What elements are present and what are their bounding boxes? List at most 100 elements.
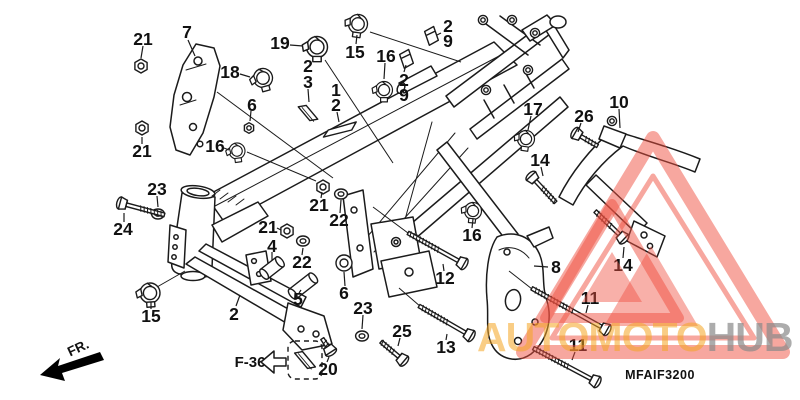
callout-leader-11 xyxy=(585,304,589,314)
watermark-triangle-large-inner-icon xyxy=(549,173,757,341)
callout-leader-14 xyxy=(540,166,544,177)
part-bolt xyxy=(320,336,338,358)
callout-label-7: 7 xyxy=(182,22,192,42)
front-arrow-icon xyxy=(40,352,104,381)
callout-label-18: 18 xyxy=(220,62,240,82)
part-clip xyxy=(423,25,440,46)
callout-label-3: 3 xyxy=(303,72,313,92)
callout-leader-10 xyxy=(618,108,621,129)
part-plate xyxy=(297,104,319,122)
callout-label-17: 17 xyxy=(523,99,542,119)
callout-label-13: 13 xyxy=(436,337,456,357)
front-direction-label: FR. xyxy=(65,337,91,360)
part-clamp xyxy=(344,13,369,39)
callout-leader-16 xyxy=(383,62,386,80)
callout-label-16: 16 xyxy=(205,136,225,156)
callout-label-9: 9 xyxy=(399,85,409,105)
part-boltsm xyxy=(480,84,492,96)
callout-label-23: 23 xyxy=(353,298,373,318)
part-plate xyxy=(293,350,317,370)
construction-line xyxy=(156,270,186,288)
hardware-parts xyxy=(115,13,630,389)
callout-leader-13 xyxy=(445,333,448,341)
callout-leader-2 xyxy=(235,294,241,307)
part-bolt xyxy=(570,126,600,149)
page-reference: F-36 xyxy=(235,340,323,380)
callout-leader-14 xyxy=(622,246,625,259)
callout-leader-3 xyxy=(307,88,310,103)
callout-leader-23 xyxy=(361,314,364,330)
part-nut xyxy=(134,58,148,74)
callout-label-14: 14 xyxy=(613,255,633,275)
callout-leader-21 xyxy=(320,191,323,199)
part-bolt xyxy=(115,196,166,218)
construction-line xyxy=(398,287,422,308)
callout-label-6: 6 xyxy=(339,283,349,303)
callout-label-26: 26 xyxy=(574,106,594,126)
part-plate-long xyxy=(322,121,357,138)
part-boltsm xyxy=(506,14,518,26)
callout-leader-18 xyxy=(239,73,251,78)
callout-leader-21 xyxy=(276,227,282,231)
callout-leader-26 xyxy=(577,122,582,133)
part-cyl xyxy=(259,256,285,280)
callout-label-21: 21 xyxy=(309,195,329,215)
part-nut xyxy=(316,179,330,195)
callout-label-22: 22 xyxy=(329,210,349,230)
watermark-triangle-solid-icon xyxy=(604,246,698,326)
part-clamp xyxy=(225,142,246,164)
callout-leader-19 xyxy=(289,44,304,47)
construction-line xyxy=(369,31,462,63)
part-boltsm xyxy=(522,64,534,76)
part-clamp xyxy=(135,282,161,308)
part-clip xyxy=(398,48,415,69)
callout-leader-16 xyxy=(471,218,474,229)
part-washer xyxy=(333,188,349,200)
part-bolt xyxy=(417,303,476,343)
callout-label-4: 4 xyxy=(267,236,277,256)
callout-label-6: 6 xyxy=(247,95,257,115)
callout-label-22: 22 xyxy=(292,252,312,272)
construction-line xyxy=(246,151,317,182)
callout-label-2: 2 xyxy=(399,70,409,90)
construction-line xyxy=(216,91,334,179)
callout-label-2: 2 xyxy=(229,304,239,324)
callout-leader-6 xyxy=(249,110,252,122)
watermark-text: AUTOMOTOHUB xyxy=(477,314,792,360)
construction-line xyxy=(324,59,394,164)
callout-label-8: 8 xyxy=(551,257,561,277)
construction-lines xyxy=(156,31,533,308)
construction-line xyxy=(372,206,409,234)
part-clamp xyxy=(513,129,536,152)
part-nut xyxy=(280,223,294,239)
callout-label-9: 9 xyxy=(443,31,453,51)
dashed-part-box xyxy=(287,340,323,380)
callout-label-21: 21 xyxy=(258,217,278,237)
part-bolt xyxy=(525,170,558,205)
page-ref-arrow-icon xyxy=(260,350,287,374)
part-cyl xyxy=(287,272,319,300)
part-clamp xyxy=(301,35,329,63)
callout-leader-22 xyxy=(339,199,342,214)
watermark-triangle-solid-small-icon xyxy=(582,252,642,302)
callout-leader-20 xyxy=(326,356,330,363)
callout-leader-5 xyxy=(298,289,302,294)
callout-leader-12 xyxy=(442,263,445,272)
part-bolt xyxy=(406,230,469,271)
part-washer xyxy=(295,235,311,247)
part-boltsm xyxy=(477,14,489,26)
page-ref-label: F-36 xyxy=(235,354,266,371)
callout-label-20: 20 xyxy=(318,359,338,379)
part-bolt xyxy=(379,339,410,367)
callout-leader-22 xyxy=(301,247,304,256)
callout-label-16: 16 xyxy=(376,46,396,66)
callout-label-15: 15 xyxy=(345,42,365,62)
callout-label-12: 12 xyxy=(435,268,455,288)
part-boltsm xyxy=(529,27,541,39)
callout-label-14: 14 xyxy=(530,150,550,170)
callout-leader-2 xyxy=(336,111,340,123)
callout-label-2: 2 xyxy=(443,16,453,36)
watermark-triangle-small-icon xyxy=(540,199,684,323)
